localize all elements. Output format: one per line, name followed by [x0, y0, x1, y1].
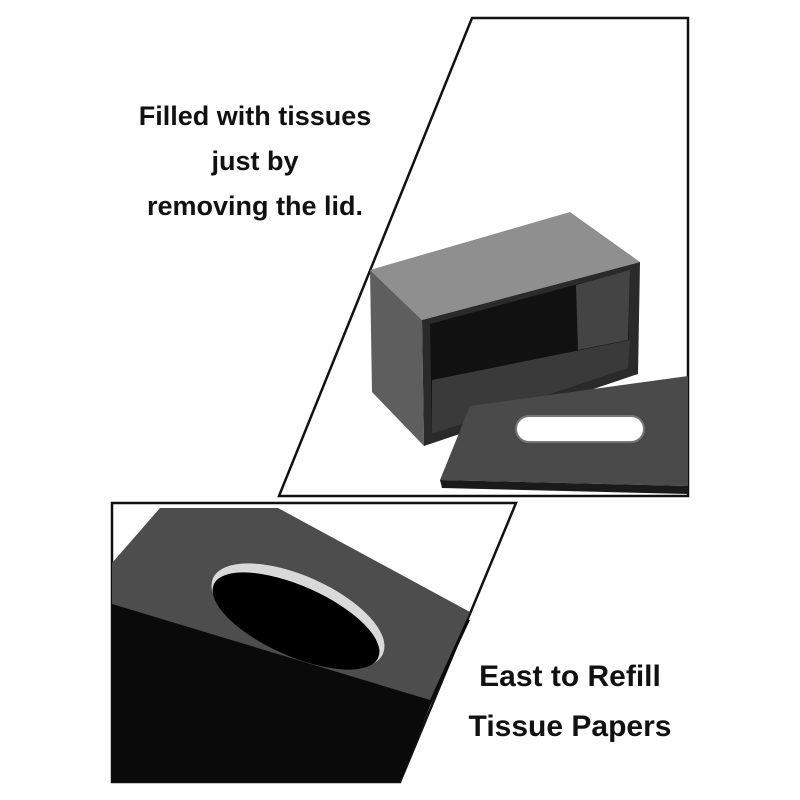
- closeup-slot-icon: [212, 572, 380, 670]
- closeup-tissue-box: [112, 508, 470, 782]
- lid-edge: [440, 480, 688, 494]
- bottom-caption-line-1: East to Refill: [479, 660, 661, 693]
- lid-slot-icon: [515, 415, 645, 443]
- box-front-face: [370, 270, 424, 446]
- top-panel: [277, 16, 690, 498]
- removed-lid: [440, 376, 688, 494]
- box-top-face: [370, 212, 640, 320]
- top-caption-line-1: Filled with tissues: [138, 101, 372, 131]
- bottom-panel: [110, 501, 518, 784]
- bottom-caption: East to Refill Tissue Papers: [440, 652, 700, 752]
- top-caption: Filled with tissues just by removing the…: [100, 94, 410, 229]
- bottom-caption-line-2: Tissue Papers: [468, 710, 672, 743]
- box-inner-back-wall: [576, 270, 630, 350]
- top-caption-line-3: removing the lid.: [146, 191, 364, 221]
- top-caption-line-2: just by: [211, 146, 299, 176]
